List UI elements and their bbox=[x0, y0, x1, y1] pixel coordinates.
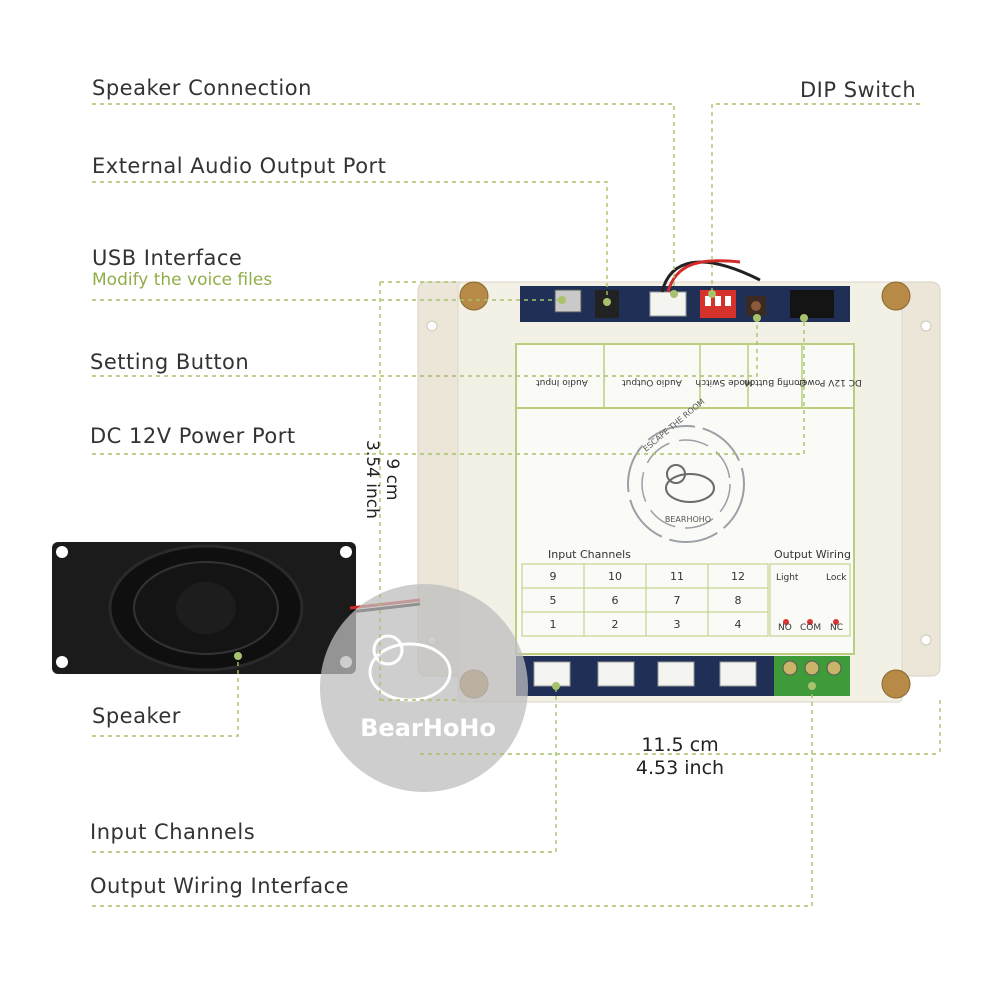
label-output-wiring-interface: Output Wiring Interface bbox=[90, 874, 350, 898]
wiring-nc: NC bbox=[830, 623, 843, 633]
label-usb-subtitle: Modify the voice files bbox=[92, 270, 273, 290]
panel-input-channels-title: Input Channels bbox=[548, 548, 631, 561]
bottom-connectors bbox=[516, 656, 850, 696]
watermark-circle bbox=[320, 584, 528, 792]
dimension-height: 9 cm 3.54 inch bbox=[362, 440, 402, 519]
label-external-audio-output-port: External Audio Output Port bbox=[92, 154, 387, 178]
label-speaker: Speaker bbox=[92, 704, 181, 728]
panel-label-audio-output: Audio Output bbox=[622, 377, 682, 387]
wiring-lock: Lock bbox=[826, 573, 847, 583]
dc-jack bbox=[790, 290, 834, 318]
channel-1: 1 bbox=[550, 618, 557, 631]
panel-label-mode-switch: Mode Switch bbox=[695, 377, 752, 387]
label-setting-button: Setting Button bbox=[90, 350, 250, 374]
wiring-com: COM bbox=[800, 623, 821, 633]
mount-hole bbox=[459, 281, 489, 311]
channel-3: 3 bbox=[674, 618, 681, 631]
dimension-width-cm: 11.5 cm bbox=[641, 734, 719, 756]
speaker-image bbox=[52, 542, 421, 674]
speaker-connector bbox=[649, 291, 687, 317]
label-panel bbox=[515, 343, 855, 655]
mount-hole bbox=[881, 281, 911, 311]
label-dc-12v-power-port: DC 12V Power Port bbox=[90, 424, 296, 448]
wiring-light: Light bbox=[776, 573, 799, 583]
panel-label-config-button: Config Button bbox=[744, 377, 806, 387]
leader-dots bbox=[234, 290, 816, 690]
label-input-channels: Input Channels bbox=[90, 820, 256, 844]
channel-7: 7 bbox=[674, 594, 681, 607]
dimension-width-inch: 4.53 inch bbox=[635, 757, 725, 779]
dimension-height-inch: 3.54 inch bbox=[362, 440, 382, 519]
watermark-text: BearHoHo bbox=[360, 714, 496, 742]
channel-9: 9 bbox=[550, 570, 557, 583]
channel-10: 10 bbox=[608, 570, 622, 583]
label-dip-switch: DIP Switch bbox=[800, 78, 917, 102]
dimension-width: 11.5 cm 4.53 inch bbox=[620, 734, 740, 780]
channel-8: 8 bbox=[735, 594, 742, 607]
channel-12: 12 bbox=[731, 570, 745, 583]
channel-4: 4 bbox=[735, 618, 742, 631]
wiring-no: NO bbox=[778, 623, 792, 633]
label-speaker-connection: Speaker Connection bbox=[92, 76, 312, 100]
dimension-height-cm: 9 cm bbox=[382, 458, 402, 501]
usb-port bbox=[554, 289, 582, 313]
logo-text: BEARHOHO bbox=[665, 515, 711, 524]
panel-output-wiring-title: Output Wiring bbox=[774, 548, 851, 561]
panel-label-dc-power: DC 12V Power bbox=[798, 377, 862, 387]
label-usb-interface: USB Interface bbox=[92, 246, 243, 270]
channel-5: 5 bbox=[550, 594, 557, 607]
top-pcb-strip bbox=[520, 286, 850, 322]
channel-11: 11 bbox=[670, 570, 684, 583]
leader-lines bbox=[92, 103, 941, 907]
panel-label-audio-input: Audio Input bbox=[536, 377, 588, 387]
channel-6: 6 bbox=[612, 594, 619, 607]
mount-hole bbox=[881, 669, 911, 699]
channel-2: 2 bbox=[612, 618, 619, 631]
